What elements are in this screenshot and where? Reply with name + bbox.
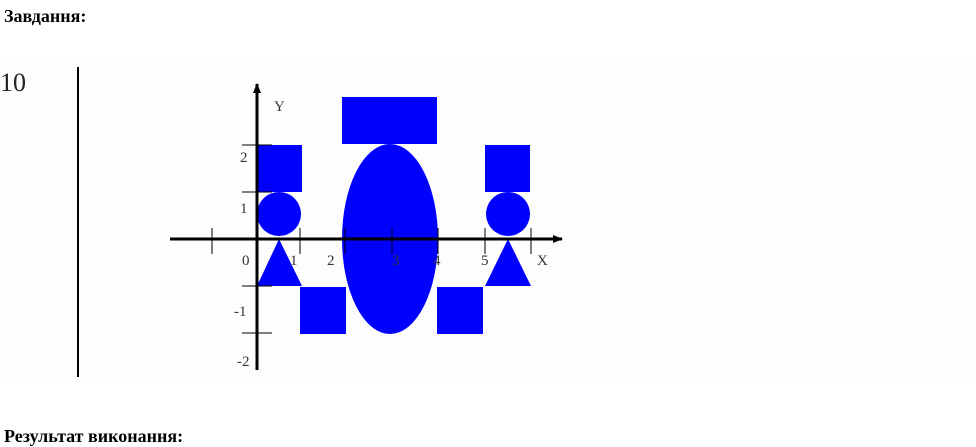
right-circle [486,192,530,236]
task-heading: Завдання: [4,6,87,26]
x-tick-label: 1 [290,253,298,269]
x-tick-label: 2 [327,253,335,269]
top-center-rectangle [342,97,437,144]
y-tick-label: -2 [237,354,250,370]
result-heading: Результат виконання: [4,426,184,446]
y-tick-label: 1 [240,201,248,217]
column-divider [77,67,79,377]
y-tick-label: -1 [234,304,247,320]
left-triangle [257,239,302,286]
left-circle [257,192,301,236]
left-square [257,145,302,192]
shapes [257,97,531,334]
left-bottom-square [300,287,346,334]
right-bottom-square [437,287,483,334]
y-ticks [242,144,272,334]
x-tick-label: 5 [481,253,489,269]
x-axis-label: X [537,253,548,269]
right-triangle [485,239,531,286]
right-square [485,145,530,192]
origin-label: 0 [242,253,250,269]
task-panel [0,57,970,383]
x-tick-label: 4 [433,253,441,269]
y-tick-label: 2 [240,150,248,166]
y-axis-label: Y [274,99,285,115]
x-tick-label: 3 [392,253,400,269]
x-ticks [211,228,532,254]
row-number: 10 [0,68,26,97]
